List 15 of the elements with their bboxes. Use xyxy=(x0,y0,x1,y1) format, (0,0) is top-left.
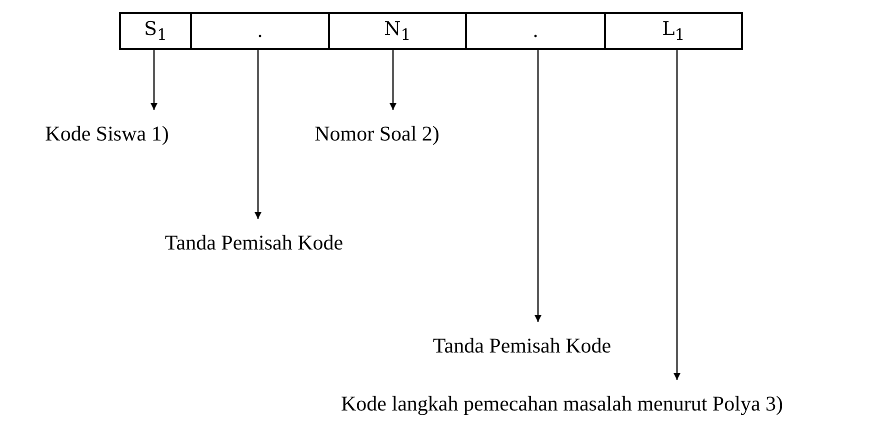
code-cell: N$_{1}$ xyxy=(328,12,467,50)
annotation-text: Kode Siswa 1) xyxy=(45,122,169,146)
annotation-text: Tanda Pemisah Kode xyxy=(432,334,612,358)
code-cell: S$_{1}$ xyxy=(119,12,192,50)
arrow xyxy=(674,50,680,380)
code-cell: . xyxy=(465,12,606,50)
arrow xyxy=(534,50,542,322)
arrow xyxy=(150,50,158,110)
code-cell: L$_{1}$ xyxy=(604,12,743,50)
annotation-text: Kode langkah pemecahan masalah menurut Polya 3) xyxy=(341,392,783,416)
annotation-text: Tanda Pemisah Kode xyxy=(164,230,344,256)
arrow xyxy=(390,50,396,110)
code-cell: . xyxy=(190,12,330,50)
annotation-text: Nomor Soal 2) xyxy=(314,122,440,146)
arrow xyxy=(254,50,262,219)
